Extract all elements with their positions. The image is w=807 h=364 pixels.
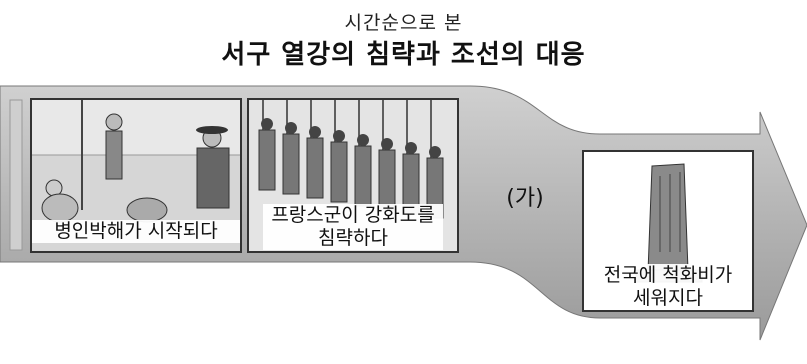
panel-persecution: 병인박해가 시작되다 xyxy=(30,98,242,253)
subtitle: 시간순으로 본 xyxy=(344,12,463,34)
caption-cheokhwabi: 전국에 척화비가 세워지다 xyxy=(588,264,748,310)
blank-event-label: (가) xyxy=(506,186,544,211)
title-block: 시간순으로 본 서구 열강의 침략과 조선의 대응 xyxy=(0,0,807,78)
caption-persecution: 병인박해가 시작되다 xyxy=(32,220,240,243)
main-title: 서구 열강의 침략과 조선의 대응 xyxy=(221,40,586,70)
caption-french-invasion: 프랑스군이 강화도를 침략하다 xyxy=(263,204,443,250)
panel-french-invasion: 프랑스군이 강화도를 침략하다 xyxy=(247,98,459,253)
panel-cheokhwabi: 전국에 척화비가 세워지다 xyxy=(582,150,754,312)
